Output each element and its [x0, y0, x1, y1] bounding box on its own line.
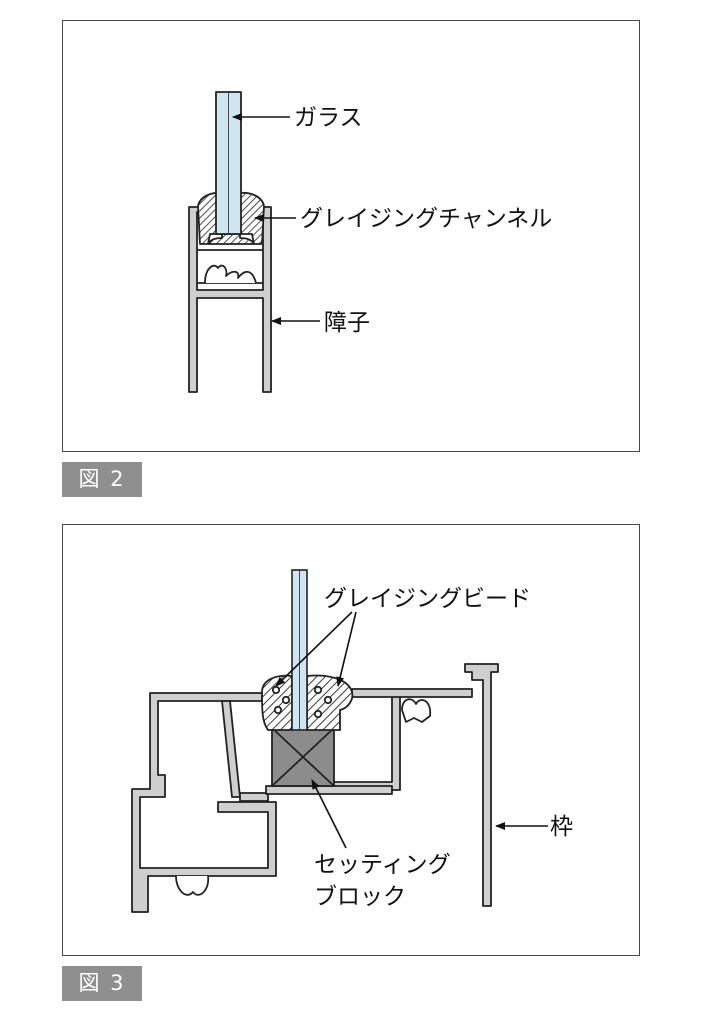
glazing-bead-leader-left — [275, 611, 353, 687]
glazing-channel — [197, 191, 265, 245]
label-setting-block-line1: セッティング — [314, 852, 451, 878]
label-glazing-bead: グレイジングビード — [324, 586, 531, 612]
figure-2-caption: 図 2 — [62, 462, 142, 497]
glass-pane-3 — [291, 569, 308, 731]
figure-2-leaders — [232, 113, 320, 325]
figure-3-caption: 図 3 — [62, 966, 142, 1001]
figure-2-drawing — [188, 91, 272, 393]
label-setting-block-line2: ブロック — [314, 884, 406, 910]
label-mullion: 障子 — [324, 310, 370, 336]
figure-2-frame — [62, 20, 640, 452]
label-frame: 枠 — [550, 814, 573, 840]
glazing-bead-leader-right — [336, 611, 357, 687]
sash-profile — [131, 692, 277, 913]
setting-block-leader — [311, 779, 347, 849]
glazing-bead — [261, 674, 354, 731]
figure-3-drawing — [131, 663, 499, 913]
figure-3-leaders — [275, 611, 548, 849]
label-glass: ガラス — [294, 105, 363, 131]
label-glazing-channel: グレイジングチャンネル — [300, 206, 552, 232]
frame-profile — [464, 663, 499, 907]
setting-block — [271, 727, 335, 787]
